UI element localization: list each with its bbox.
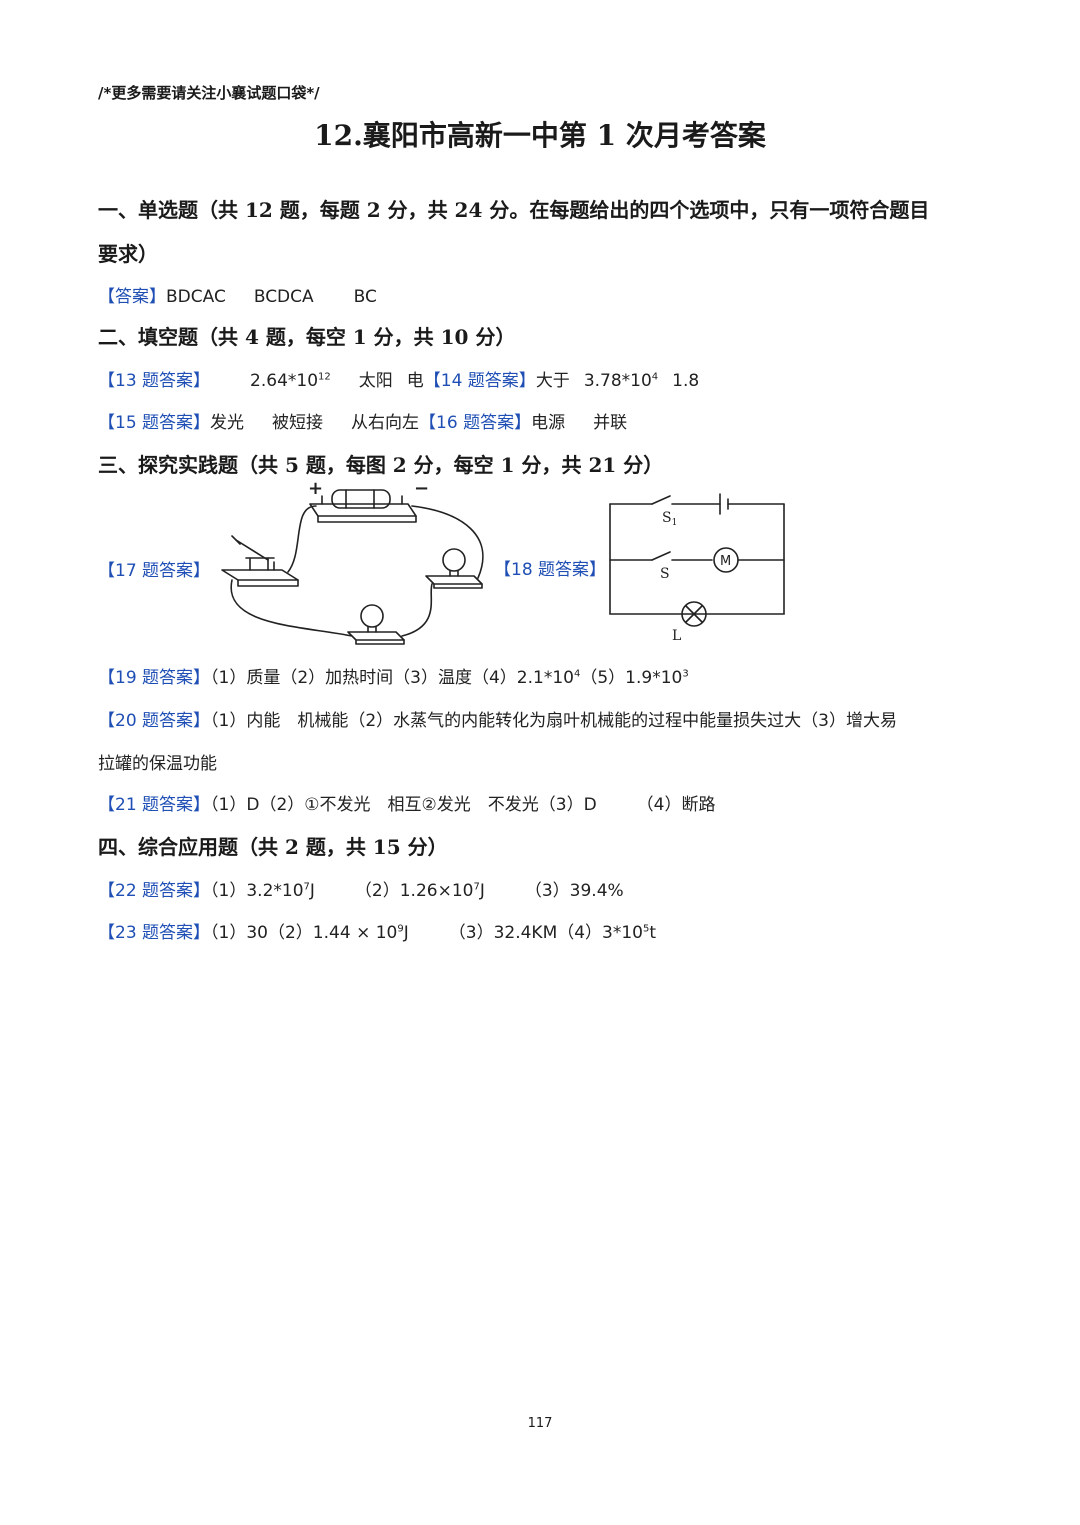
- q19-tag: 【19 题答案】: [98, 668, 211, 688]
- answer-line-22: 【22 题答案】（1）3.2*107J（2）1.26×107J（3）39.4%: [98, 881, 624, 901]
- battery-holder: [309, 503, 417, 517]
- battery-plus-label: +: [308, 478, 323, 499]
- lamp-label: L: [672, 628, 681, 644]
- answer-line-23: 【23 题答案】（1）30（2）1.44 × 109J（3）32.4KM（4）3…: [98, 923, 657, 943]
- switch-s: [651, 551, 671, 561]
- knife-switch-base: [221, 569, 299, 581]
- q15-tag: 【15 题答案】: [98, 413, 211, 433]
- s1-label: S1: [662, 510, 677, 528]
- q16-tag: 【16 题答案】: [419, 413, 532, 433]
- header-note: /*更多需要请关注小襄试题口袋*/: [98, 84, 320, 102]
- lamp-symbol: [681, 601, 707, 627]
- q18-tag: 【18 题答案】: [494, 560, 607, 580]
- q14-tag: 【14 题答案】: [423, 371, 536, 391]
- bulb-bottom: [360, 604, 384, 628]
- s-label: S: [660, 566, 670, 582]
- q23-tag: 【23 题答案】: [98, 923, 211, 943]
- q22-tag: 【22 题答案】: [98, 881, 211, 901]
- q17-circuit-photo: + −: [221, 478, 484, 645]
- q18-circuit-diagram: S1 S M L: [609, 493, 785, 644]
- answer-line-19: 【19 题答案】（1）质量（2）加热时间（3）温度（4）2.1*104（5）1.…: [98, 668, 689, 688]
- q13-tag: 【13 题答案】: [98, 371, 211, 391]
- bulb-right: [442, 548, 466, 572]
- motor-label: M: [720, 554, 731, 569]
- page-number: 117: [527, 1416, 553, 1431]
- wire-4: [401, 583, 433, 637]
- battery-symbol: [719, 493, 729, 515]
- q20-tag: 【20 题答案】: [98, 711, 211, 731]
- switch-s1: [651, 495, 671, 505]
- answer-tag: 【答案】: [98, 287, 166, 307]
- section-1-heading: 一、单选题（共 12 题，每题 2 分，共 24 分。在每题给出的四个选项中，只…: [98, 198, 930, 222]
- q21-tag: 【21 题答案】: [98, 795, 211, 815]
- section-2-heading: 二、填空题（共 4 题，每空 1 分，共 10 分）: [98, 325, 516, 349]
- wire-3: [230, 579, 353, 637]
- wire-2: [411, 505, 484, 579]
- knife-switch-blade: [235, 539, 269, 561]
- bulb-holder-right: [425, 575, 483, 585]
- battery-minus-label: −: [414, 478, 429, 499]
- answer-line-21: 【21 题答案】（1）D（2）①不发光 相互②发光 不发光（3）D（4）断路: [98, 795, 716, 815]
- bulb-holder-bottom: [347, 631, 405, 641]
- answer-line-15-16: 【15 题答案】发光被短接从右向左【16 题答案】电源并联: [98, 413, 628, 433]
- battery-cell: [331, 489, 391, 509]
- page-title: 12.襄阳市高新一中第 1 次月考答案: [314, 119, 766, 152]
- wire-1: [287, 505, 317, 573]
- answer-line-20: 【20 题答案】（1）内能 机械能（2）水蒸气的内能转化为扇叶机械能的过程中能量…: [98, 711, 897, 731]
- q17-tag: 【17 题答案】: [98, 561, 211, 581]
- section-3-heading: 三、探究实践题（共 5 题，每图 2 分，每空 1 分，共 21 分）: [98, 453, 664, 477]
- section-1-heading-cont: 要求）: [98, 242, 158, 266]
- section-4-heading: 四、综合应用题（共 2 题，共 15 分）: [98, 835, 448, 859]
- answer-line-20-cont: 拉罐的保温功能: [98, 754, 217, 774]
